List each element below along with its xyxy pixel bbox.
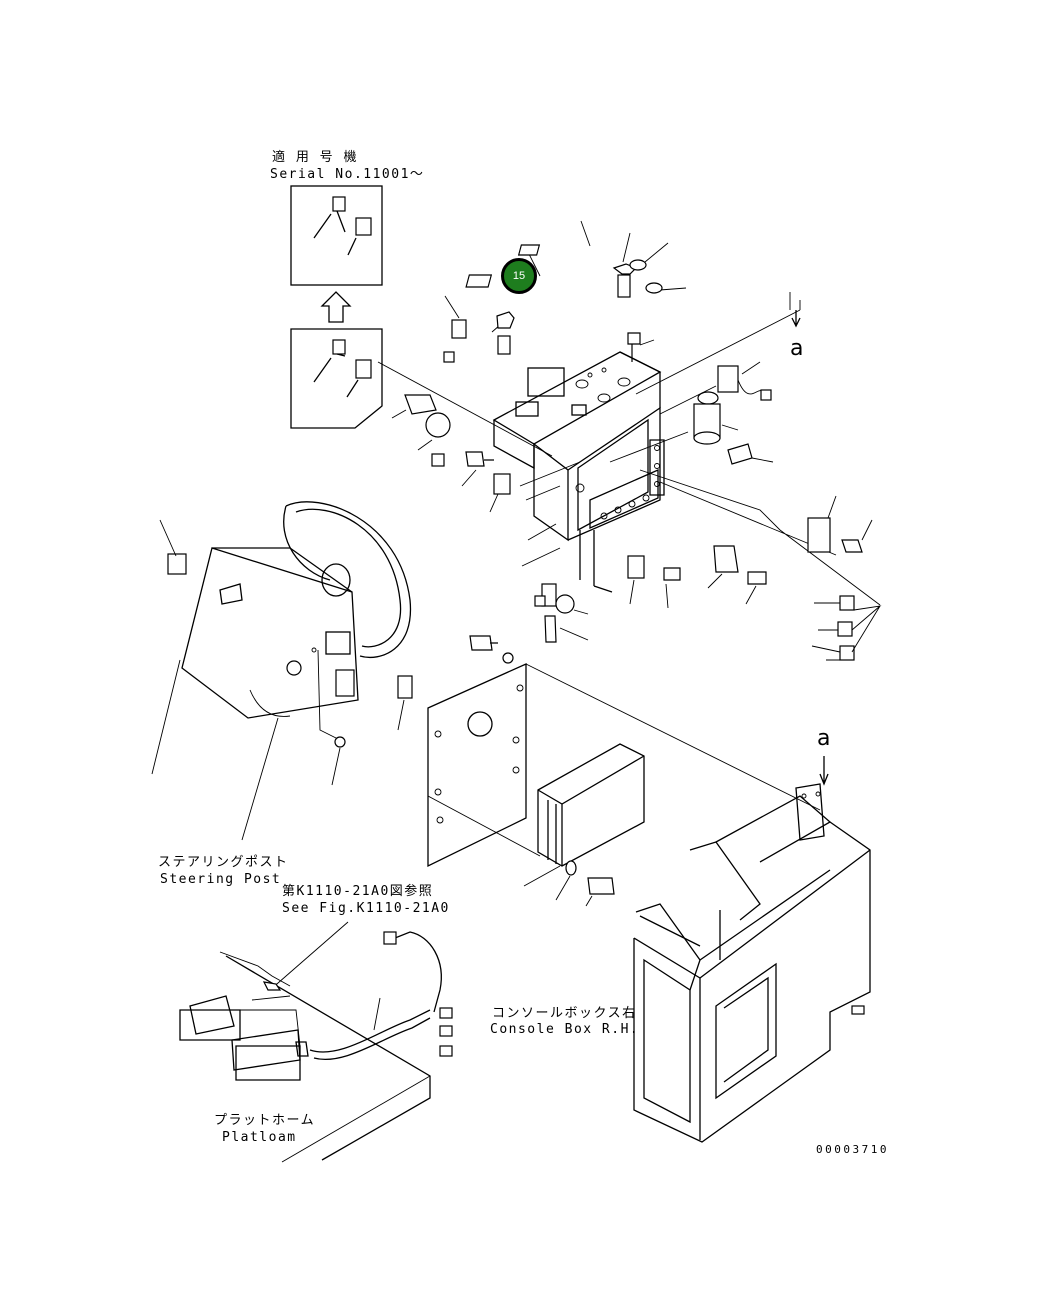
see-fig-label-jp: 第K1110-21A0図参照 <box>282 884 434 899</box>
see-fig-label-en: See Fig.K1110-21A0 <box>282 901 450 916</box>
controller-box <box>523 743 645 907</box>
reference-letter-a-bottom: a <box>817 726 831 751</box>
callout-marker-15[interactable]: 15 <box>501 258 537 294</box>
right-side-parts <box>693 365 882 661</box>
platform-label-jp: プラットホーム <box>214 1113 316 1128</box>
serial-inset-new <box>290 185 383 286</box>
harness-right <box>377 292 881 606</box>
platform-harness <box>179 921 453 1163</box>
console-box <box>633 783 871 1143</box>
serial-inset-old <box>290 328 383 429</box>
drawing-code: 00003710 <box>816 1143 889 1156</box>
serial-inset-arrow <box>320 291 352 323</box>
top-leaders <box>444 220 873 541</box>
steering-post <box>151 501 413 841</box>
platform-label-en: Platloam <box>222 1130 297 1145</box>
top-small-parts <box>443 244 663 363</box>
console-box-label-jp: コンソールボックス右 <box>492 1006 637 1021</box>
console-leaders <box>819 756 829 786</box>
reference-letter-a-top: a <box>790 336 804 361</box>
steering-post-label-jp: ステアリングポスト <box>158 855 289 870</box>
middle-small-parts <box>391 394 767 664</box>
panel-plate <box>427 662 821 868</box>
main-bracket <box>492 351 665 593</box>
callout-number: 15 <box>512 270 526 282</box>
serial-label-jp: 適 用 号 機 <box>272 150 358 165</box>
steering-post-label-en: Steering Post <box>160 872 282 887</box>
serial-label-en: Serial No.11001～ <box>270 167 425 182</box>
console-box-label-en: Console Box R.H. <box>490 1022 640 1037</box>
